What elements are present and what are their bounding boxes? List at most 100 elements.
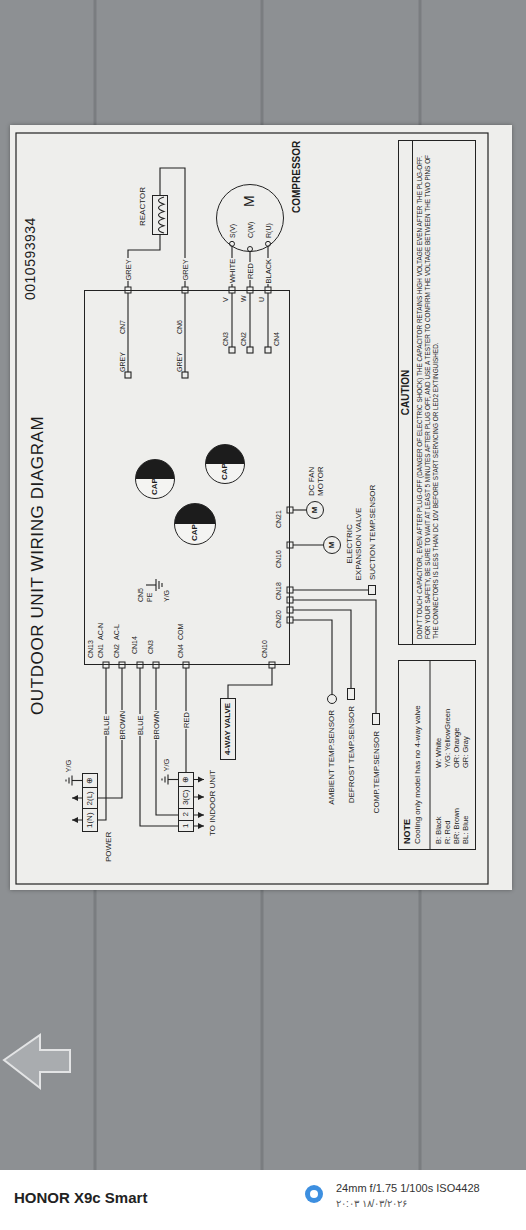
wire-color-label: GREY bbox=[124, 258, 133, 281]
connector-label: CN14 bbox=[131, 636, 139, 654]
connector-label: CN6 bbox=[176, 320, 184, 334]
node-text: COMPRESSOR bbox=[291, 141, 302, 213]
sheet-label: B: Black bbox=[434, 816, 443, 844]
connector-stub bbox=[287, 617, 293, 623]
node-text: AMBIENT TEMP.SENSOR bbox=[327, 710, 337, 805]
fan-motor: MDC FAN MOTOR bbox=[306, 501, 324, 519]
terminal-pin bbox=[248, 247, 253, 252]
node-text: ELECTRIC EXPANSION VALVE bbox=[345, 502, 363, 586]
sheet-label: Y/G: YellowGreen bbox=[443, 709, 452, 768]
node-text: C(W) bbox=[247, 222, 255, 238]
comp-temp-sensor: COMP.TEMP.SENSOR bbox=[372, 713, 380, 725]
node-text: CAP bbox=[206, 463, 244, 480]
node-text: R(U) bbox=[265, 223, 273, 238]
ground-bar bbox=[161, 779, 162, 781]
connector-stub bbox=[287, 542, 293, 548]
node-text: SUCTION TEMP.SENSOR bbox=[368, 485, 378, 580]
node-text: REACTOR bbox=[138, 187, 148, 226]
ground-bar bbox=[71, 776, 72, 786]
node-text: 2 bbox=[178, 808, 194, 820]
connector-stub bbox=[103, 662, 109, 668]
connector-label: Y/G bbox=[163, 590, 171, 602]
sheet-label: GR: Gray bbox=[461, 736, 470, 768]
connector-label: CN10 bbox=[261, 640, 269, 658]
connector-label: CN7 bbox=[119, 320, 127, 334]
connector-stub bbox=[153, 662, 159, 668]
wire-color-label: BLACK bbox=[264, 258, 273, 285]
node-text: S(V) bbox=[229, 224, 237, 238]
wire bbox=[228, 665, 272, 698]
connector-stub bbox=[183, 662, 189, 668]
supply-arrow-head bbox=[72, 817, 78, 823]
sheet-label: OR: Orange bbox=[452, 728, 461, 768]
wire-color-label: GREY bbox=[181, 258, 190, 281]
connector-stub bbox=[287, 507, 293, 513]
node-text: 4-WAY VALVE bbox=[223, 703, 233, 755]
supply-arrow-head bbox=[198, 812, 204, 818]
expansion-valve: MELECTRIC EXPANSION VALVE bbox=[323, 536, 341, 554]
wire bbox=[290, 544, 323, 545]
sheet-label: W: White bbox=[434, 738, 443, 768]
connector-label: CN5 bbox=[137, 588, 145, 602]
defrost-sensor: DEFROST TEMP.SENSOR bbox=[347, 688, 355, 700]
connector-stub bbox=[119, 662, 125, 668]
sheet-label: BL: Blue bbox=[461, 816, 470, 844]
ground-symbol bbox=[66, 776, 82, 786]
photo-caption: HONOR X9c Smart bbox=[14, 1189, 147, 1207]
wire-color-label: BLUE bbox=[102, 714, 111, 736]
node-text: 1 bbox=[178, 820, 194, 832]
wire-color-label: BROWN bbox=[118, 710, 127, 741]
node-text: TO INDOOR UNIT bbox=[208, 770, 217, 836]
ground-lead bbox=[72, 780, 82, 781]
compressor-motor: S(V)C(W)R(U)MCOMPRESSOR bbox=[216, 184, 284, 252]
connector-label: CN18 bbox=[275, 582, 283, 600]
wiring-sheet: OUTDOOR UNIT WIRING DIAGRAMCN13CN1AC-NCN… bbox=[10, 125, 512, 890]
sheet-label: Y/G bbox=[64, 760, 73, 773]
supply-arrow-head bbox=[72, 795, 78, 801]
connector-stub bbox=[287, 587, 293, 593]
four-way-valve-box: 4-WAY VALVE bbox=[220, 698, 236, 760]
wire bbox=[140, 665, 178, 826]
connector-label: COM bbox=[177, 624, 185, 640]
coil-windings bbox=[153, 196, 167, 234]
connector-label: AC-L bbox=[113, 624, 121, 640]
ambient-sensor: AMBIENT TEMP.SENSOR bbox=[327, 694, 337, 704]
connector-label: CN3 bbox=[222, 332, 230, 346]
connector-stub bbox=[137, 662, 143, 668]
caution-box: CAUTIONDON'T TOUCH CAPACITOR, EVEN AFTER… bbox=[398, 140, 476, 645]
ground-bar bbox=[164, 777, 165, 783]
node-text: CAUTION bbox=[399, 141, 413, 644]
coil-path bbox=[159, 197, 165, 233]
node-text: Cooling only model has no 4-way valve bbox=[413, 666, 423, 844]
node-text: 3(C) bbox=[178, 786, 194, 810]
node-text: 1(N) bbox=[82, 808, 98, 832]
wire-color-label: WHITE bbox=[228, 258, 237, 284]
node-text: COMP.TEMP.SENSOR bbox=[372, 731, 382, 813]
node-text: CAP bbox=[136, 478, 174, 495]
ground-bar bbox=[68, 778, 69, 784]
connector-stub bbox=[287, 597, 293, 603]
node-text: DC FAN MOTOR bbox=[307, 450, 325, 496]
node-text: M bbox=[324, 537, 340, 553]
suction-sensor: SUCTION TEMP.SENSOR bbox=[368, 585, 376, 595]
wire-color-label: BLUE bbox=[136, 714, 145, 736]
wire bbox=[290, 620, 332, 694]
wire bbox=[128, 235, 160, 290]
connector-label: CN2 bbox=[240, 332, 248, 346]
connector-label: U bbox=[258, 297, 266, 302]
supply-arrow-head bbox=[198, 794, 204, 800]
connector-label: CN13 bbox=[87, 640, 95, 658]
sheet-label: R: Red bbox=[443, 821, 452, 844]
node-text: ⊕ bbox=[178, 772, 194, 787]
diagram-title: OUTDOOR UNIT WIRING DIAGRAM bbox=[28, 416, 48, 715]
wire bbox=[290, 589, 368, 590]
connector-label: CN2 bbox=[113, 644, 121, 658]
ground-bar bbox=[167, 775, 168, 785]
connector-label: AC-N bbox=[97, 623, 105, 640]
connector-label: W bbox=[240, 295, 248, 302]
capacitor: CAP bbox=[205, 444, 245, 484]
terminal-pin bbox=[266, 241, 271, 246]
connector-label: CN21 bbox=[275, 510, 283, 528]
wire bbox=[98, 665, 106, 820]
connector-label: V bbox=[222, 297, 230, 302]
